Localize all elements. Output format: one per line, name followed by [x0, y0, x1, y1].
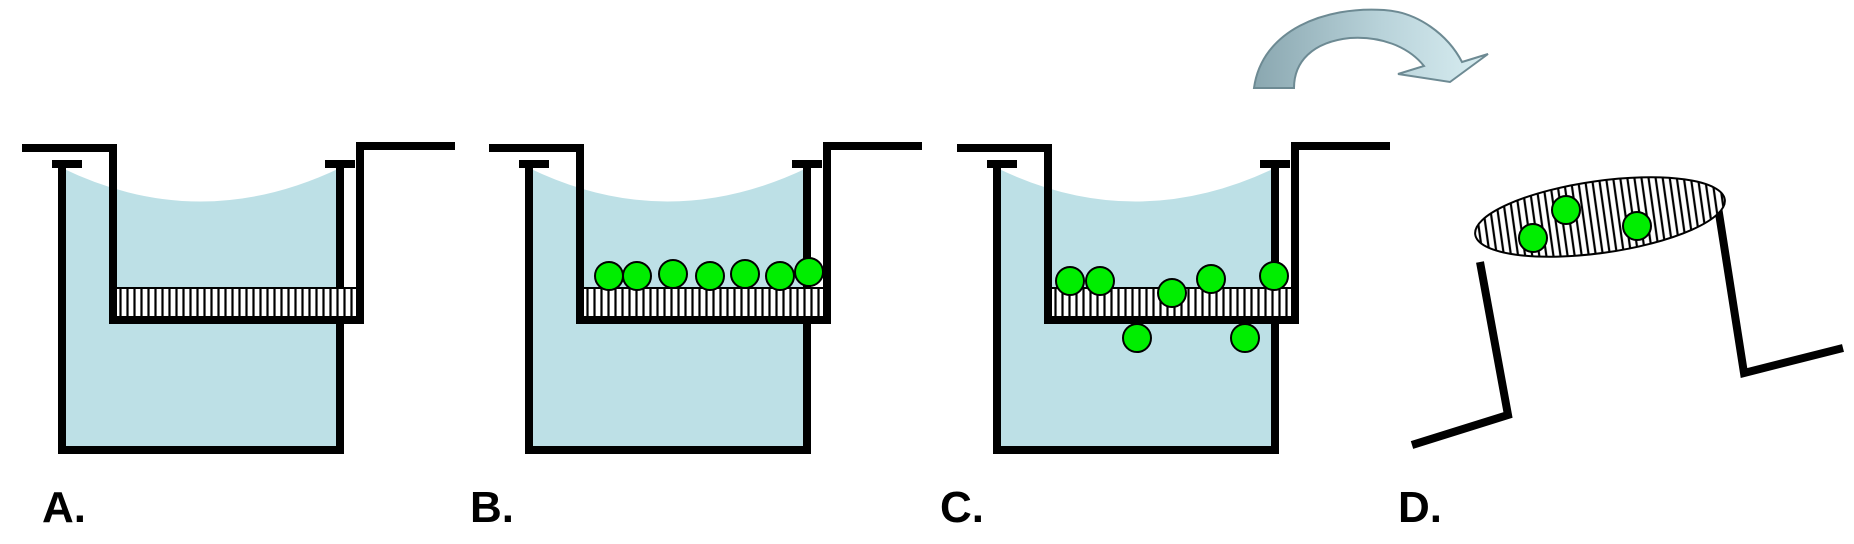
- panel-a-insert: [22, 142, 455, 324]
- cell: [594, 261, 624, 291]
- panel-a-label: A.: [42, 483, 86, 532]
- panel-b-transwell: [489, 142, 922, 454]
- panel-a-membrane: [110, 287, 363, 319]
- cell: [730, 259, 760, 289]
- cell: [1157, 278, 1187, 308]
- cell: [765, 261, 795, 291]
- panel-d-right-leg: [1714, 206, 1844, 378]
- transfer-arrow-icon: [1252, 8, 1489, 89]
- panel-b-label: B.: [470, 483, 514, 532]
- cell: [1055, 266, 1085, 296]
- panel-a-transwell: [22, 142, 455, 454]
- cell: [1259, 261, 1289, 291]
- cell: [622, 261, 652, 291]
- cell: [1518, 223, 1548, 253]
- panel-c-transwell: [957, 142, 1390, 454]
- cell: [1230, 323, 1260, 353]
- cell: [1622, 211, 1652, 241]
- cell: [794, 257, 824, 287]
- panel-b-membrane: [577, 287, 830, 319]
- panel-c-cells: [1055, 261, 1289, 353]
- cell: [1122, 323, 1152, 353]
- cell: [1196, 264, 1226, 294]
- cell: [695, 261, 725, 291]
- panel-d-excised-membrane: [1410, 176, 1844, 449]
- cell: [1085, 266, 1115, 296]
- panel-d-label: D.: [1398, 483, 1442, 532]
- panel-c-insert: [957, 142, 1390, 324]
- cell: [1551, 195, 1581, 225]
- panel-b-insert: [489, 142, 922, 324]
- panel-b-cells: [594, 257, 824, 291]
- panel-d-left-leg: [1410, 261, 1513, 449]
- panel-c-label: C.: [940, 483, 984, 532]
- panel-d-membrane: [1474, 176, 1726, 258]
- cell: [658, 259, 688, 289]
